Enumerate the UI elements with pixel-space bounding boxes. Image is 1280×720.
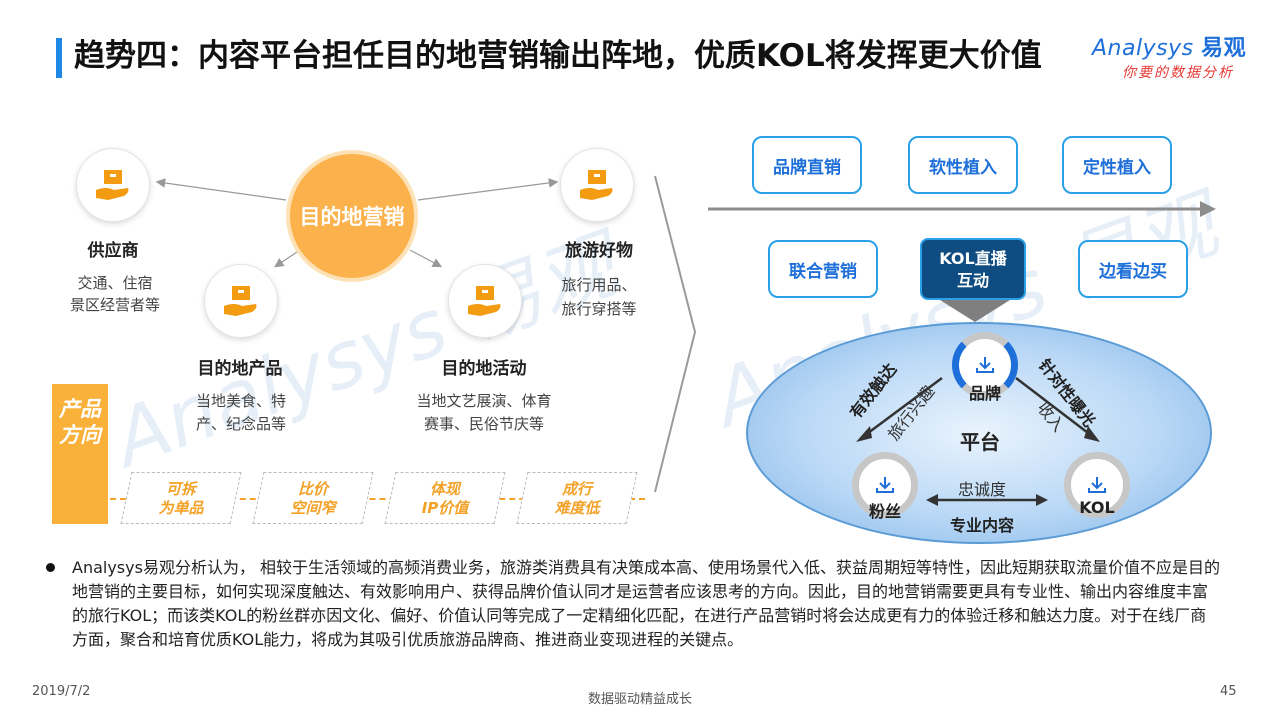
activity-desc-2: 赛事、民俗节庆等 (423, 415, 544, 433)
direction-1-line1: 可拆 (165, 480, 196, 498)
activity-icon-circle (448, 264, 522, 338)
bullet-dot (46, 563, 55, 572)
download-icon (876, 477, 894, 493)
bubble-fixed-placement: 定性植入 (1062, 136, 1172, 194)
logo-brand-cn: 易观 (1201, 36, 1247, 61)
kol-live-line1: KOL直播 (939, 249, 1007, 268)
fans-label: 粉丝 (868, 502, 901, 521)
platform-label: 平台 (960, 430, 1000, 454)
product-direction-label: 产品方向 (52, 384, 108, 524)
product-desc-2: 产、纪念品等 (195, 415, 286, 433)
kol-live-line2: 互动 (956, 271, 989, 290)
box-hand-icon (468, 286, 501, 316)
platform-arrows (856, 376, 1100, 506)
destination-marketing-circle: 目的地营销 (286, 150, 418, 282)
box-hand-icon (580, 170, 613, 200)
bubble-joint-marketing: 联合营销 (768, 240, 878, 298)
brand-logo: Analysys 易观 你要的数据分析 (1092, 30, 1262, 90)
supplier-icon-circle (76, 148, 150, 222)
product-desc-1: 当地美食、特 (195, 392, 286, 410)
goods-desc-2: 旅行穿搭等 (561, 300, 637, 318)
title-accent-bar (56, 38, 62, 78)
brand-node (952, 332, 1018, 398)
goods-icon-circle (560, 148, 634, 222)
supplier-title: 供应商 (87, 241, 139, 261)
footer-date: 2019/7/2 (32, 684, 91, 699)
activity-title: 目的地活动 (441, 359, 527, 379)
loyalty-label: 忠诚度 (958, 480, 1007, 499)
left-diagram-connectors (155, 175, 697, 493)
logo-tagline: 你要的数据分析 (1122, 65, 1234, 81)
direction-3-line1: 体现 (429, 480, 460, 498)
bubble-watch-and-buy: 边看边买 (1078, 240, 1188, 298)
content-label: 专业内容 (950, 516, 1015, 535)
goods-desc-1: 旅行用品、 (561, 276, 637, 294)
kol-node (1064, 452, 1130, 518)
direction-dashed-line (110, 498, 645, 500)
logo-brand: Analysys (1092, 36, 1194, 61)
box-hand-icon (224, 286, 257, 316)
down-triangle (940, 300, 1010, 322)
box-hand-icon (96, 170, 129, 200)
bubble-soft-placement: 软性植入 (908, 136, 1018, 194)
direction-4-line2: 难度低 (554, 499, 600, 517)
direction-1-line2: 为单品 (158, 499, 204, 517)
direction-4-line1: 成行 (561, 480, 592, 498)
direction-2-line2: 空间窄 (290, 499, 336, 517)
supplier-desc-2: 景区经营者等 (69, 296, 160, 314)
page-title: 趋势四：内容平台担任目的地营销输出阵地，优质KOL将发挥更大价值 (74, 38, 1042, 74)
kol-live-interaction-box: KOL直播 互动 (920, 238, 1026, 300)
direction-2-line1: 比价 (297, 480, 328, 498)
download-icon (1088, 477, 1106, 493)
brand-label: 品牌 (968, 384, 1001, 403)
kol-label: KOL (1079, 498, 1115, 517)
page-number: 45 (1220, 684, 1237, 699)
direction-3-line2: IP价值 (421, 499, 469, 517)
goods-title: 旅游好物 (565, 241, 633, 261)
download-icon (976, 357, 994, 373)
supplier-desc-1: 交通、住宿 (77, 274, 153, 292)
footer-slogan: 数据驱动精益成长 (587, 692, 692, 707)
activity-desc-1: 当地文艺展演、体育 (416, 392, 552, 410)
bubble-brand-direct: 品牌直销 (752, 136, 862, 194)
logo-wordmark: Analysys 易观 (1092, 30, 1262, 62)
analysis-paragraph: Analysys易观分析认为， 相较于生活领域的高频消费业务，旅游类消费具有决策… (72, 558, 1221, 649)
fans-node (852, 452, 918, 518)
product-icon-circle (204, 264, 278, 338)
timeline-arrow (708, 201, 1216, 217)
product-title: 目的地产品 (197, 359, 283, 379)
